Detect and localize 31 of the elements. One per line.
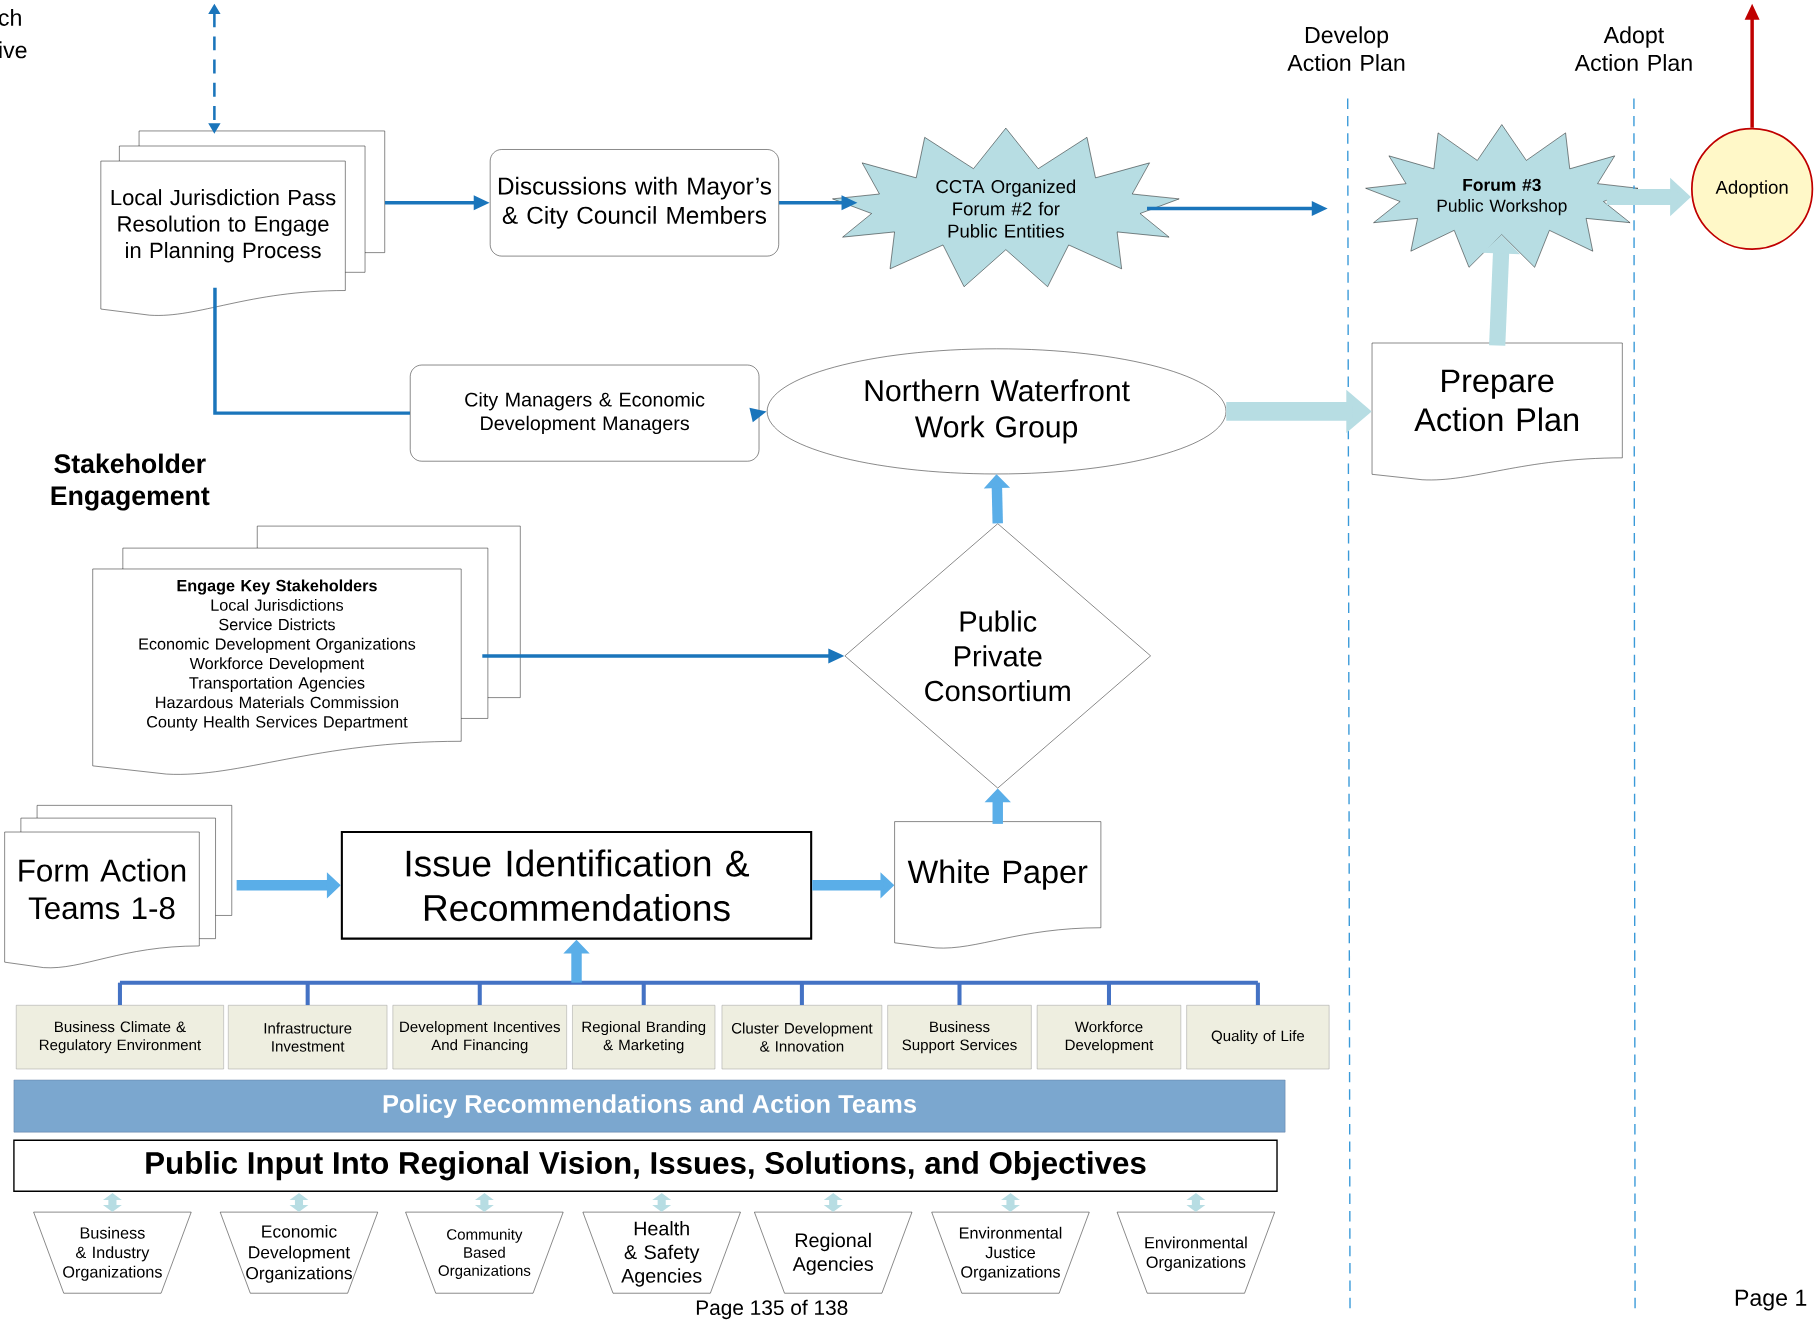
column-heading: ive [0, 41, 27, 59]
team-box: Cluster Development & Innovation [721, 1004, 883, 1070]
team-box: Regional Branding & Marketing [572, 1004, 716, 1070]
section-heading: Stakeholder Engagement [51, 453, 210, 511]
stacked-document: Form Action Teams 1-8 [4, 805, 232, 968]
page-number: Page 1 [1735, 1289, 1807, 1311]
double-arrow [102, 1193, 122, 1212]
rounded-box: City Managers & Economic Development Managers [410, 364, 760, 462]
phase-heading: Adopt Action Plan [1574, 26, 1692, 71]
starburst: Forum #3 Public Workshop [1365, 124, 1639, 268]
double-arrow [289, 1193, 309, 1212]
team-box: Infrastructure Investment [228, 1004, 388, 1070]
banner: Policy Recommendations and Action Teams [13, 1079, 1286, 1133]
rounded-box: Discussions with Mayor’s & City Council Members [489, 149, 779, 257]
stacked-document: Engage Key Stakeholders Local Jurisdictions Service Districts Economic Development Organizations Workforce Development Transportation Agencies Hazardous Materials Commission County Health Services Department [92, 525, 521, 775]
starburst: CCTA Organized Forum #2 for Public Entities [832, 127, 1180, 287]
team-box: Business Climate & Regulatory Environment [16, 1004, 224, 1070]
double-arrow [652, 1193, 672, 1212]
team-box: Quality of Life [1186, 1004, 1330, 1070]
double-arrow [474, 1193, 494, 1212]
double-arrow [823, 1193, 843, 1212]
double-arrow [1186, 1193, 1206, 1212]
page-number: Page 135 of 138 [696, 1299, 848, 1320]
banner: Public Input Into Regional Vision, Issues, Solutions, and Objectives [13, 1139, 1278, 1192]
stacked-document: Local Jurisdiction Pass Resolution to Engage in Planning Process [100, 130, 385, 316]
team-box: Development Incentives And Financing [392, 1004, 567, 1070]
phase-heading: Develop Action Plan [1287, 26, 1405, 71]
double-arrow [1001, 1193, 1020, 1212]
team-box: Workforce Development [1036, 1004, 1182, 1070]
process-box: Issue Identification & Recommendations [340, 830, 813, 940]
team-box: Business Support Services [887, 1004, 1032, 1070]
